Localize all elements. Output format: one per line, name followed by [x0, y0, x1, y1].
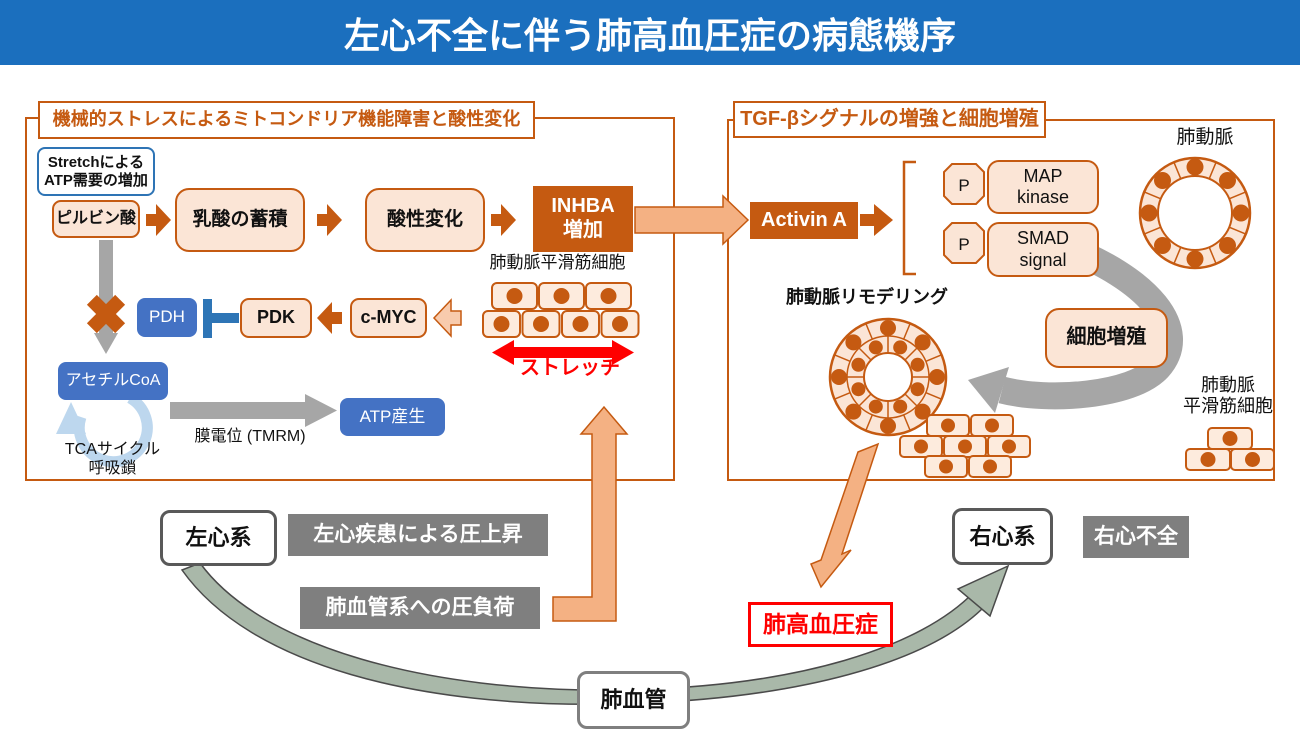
smc-label-right: 肺動脈 平滑筋細胞 — [1183, 374, 1273, 416]
flow-arrow-icon — [146, 204, 171, 236]
membrane-potential-arrow — [170, 394, 337, 427]
lactate-box: 乳酸の蓄積 — [175, 188, 305, 252]
stretch-atp-box: Stretchによる ATP需要の増加 — [37, 147, 155, 196]
atp-production-box: ATP産生 — [340, 398, 445, 436]
circulation-swoosh-arrow — [180, 562, 1010, 706]
title-bar: 左心不全に伴う肺高血圧症の病態機序 — [0, 0, 1300, 65]
stretch-double-arrow-icon — [492, 340, 634, 365]
block-x-icon — [86, 294, 126, 334]
pdh-box: PDH — [137, 298, 197, 337]
inhba-box: INHBA 増加 — [533, 186, 633, 252]
outline-arrow-left-icon — [432, 298, 462, 338]
map-kinase-box: MAP kinase — [987, 160, 1099, 214]
cmyc-box: c-MYC — [350, 298, 427, 338]
artery-ring — [1138, 156, 1252, 270]
proliferation-curve-arrow — [968, 233, 1183, 413]
remodeling-arrow — [810, 442, 880, 589]
pdk-box: PDK — [240, 298, 312, 338]
pulmonary-hypertension-box: 肺高血圧症 — [748, 602, 893, 647]
flow-arrow-left-icon — [317, 302, 342, 334]
flow-arrow-icon — [491, 204, 516, 236]
acidic-change-box: 酸性変化 — [365, 188, 485, 252]
pressure-up-arrow — [552, 405, 629, 622]
remodeling-label: 肺動脈リモデリング — [786, 287, 948, 308]
phospho-octagon-icon — [943, 163, 985, 264]
left-panel-header: 機械的ストレスによるミトコンドリア機能障害と酸性変化 — [38, 101, 535, 139]
phospho-label: P — [958, 235, 969, 254]
inhba-activin-arrow — [634, 194, 750, 246]
stretch-arrow-label: ストレッチ — [520, 357, 620, 380]
right-panel-header: TGF-βシグナルの増強と細胞増殖 — [733, 101, 1046, 138]
remodeled-artery-ring — [828, 317, 948, 437]
inhibition-tbar-icon — [203, 299, 239, 338]
flow-arrow-icon — [317, 204, 342, 236]
smc-label-left: 肺動脈平滑筋細胞 — [489, 252, 626, 272]
tca-cycle-arc — [56, 393, 153, 468]
acetyl-coa-box: アセチルCoA — [58, 362, 168, 400]
cell-pile — [899, 414, 1031, 478]
pressure-rise-box: 左心疾患による圧上昇 — [288, 514, 548, 556]
pulmonary-vessel-box: 肺血管 — [577, 671, 690, 729]
page-title: 左心不全に伴う肺高血圧症の病態機序 — [343, 14, 956, 56]
right-heart-box: 右心系 — [952, 508, 1053, 565]
vascular-load-box: 肺血管系への圧負荷 — [300, 587, 540, 629]
flow-arrow-icon — [860, 204, 893, 236]
activin-a-box: Activin A — [750, 202, 858, 239]
smc-cells-left — [482, 282, 640, 338]
phospho-label: P — [958, 176, 969, 195]
cell-pile-small — [1185, 427, 1275, 471]
membrane-potential-label: 膜電位 (TMRM) — [194, 427, 306, 445]
tca-cycle-label: TCAサイクル 呼吸鎖 — [64, 441, 161, 477]
proliferation-box: 細胞増殖 — [1045, 308, 1168, 368]
pyruvate-box: ピルビン酸 — [52, 200, 140, 238]
left-heart-box: 左心系 — [160, 510, 277, 566]
smad-signal-box: SMAD signal — [987, 222, 1099, 277]
artery-label: 肺動脈 — [1176, 126, 1234, 148]
bracket-icon — [902, 160, 916, 276]
right-heart-failure-box: 右心不全 — [1083, 516, 1189, 558]
